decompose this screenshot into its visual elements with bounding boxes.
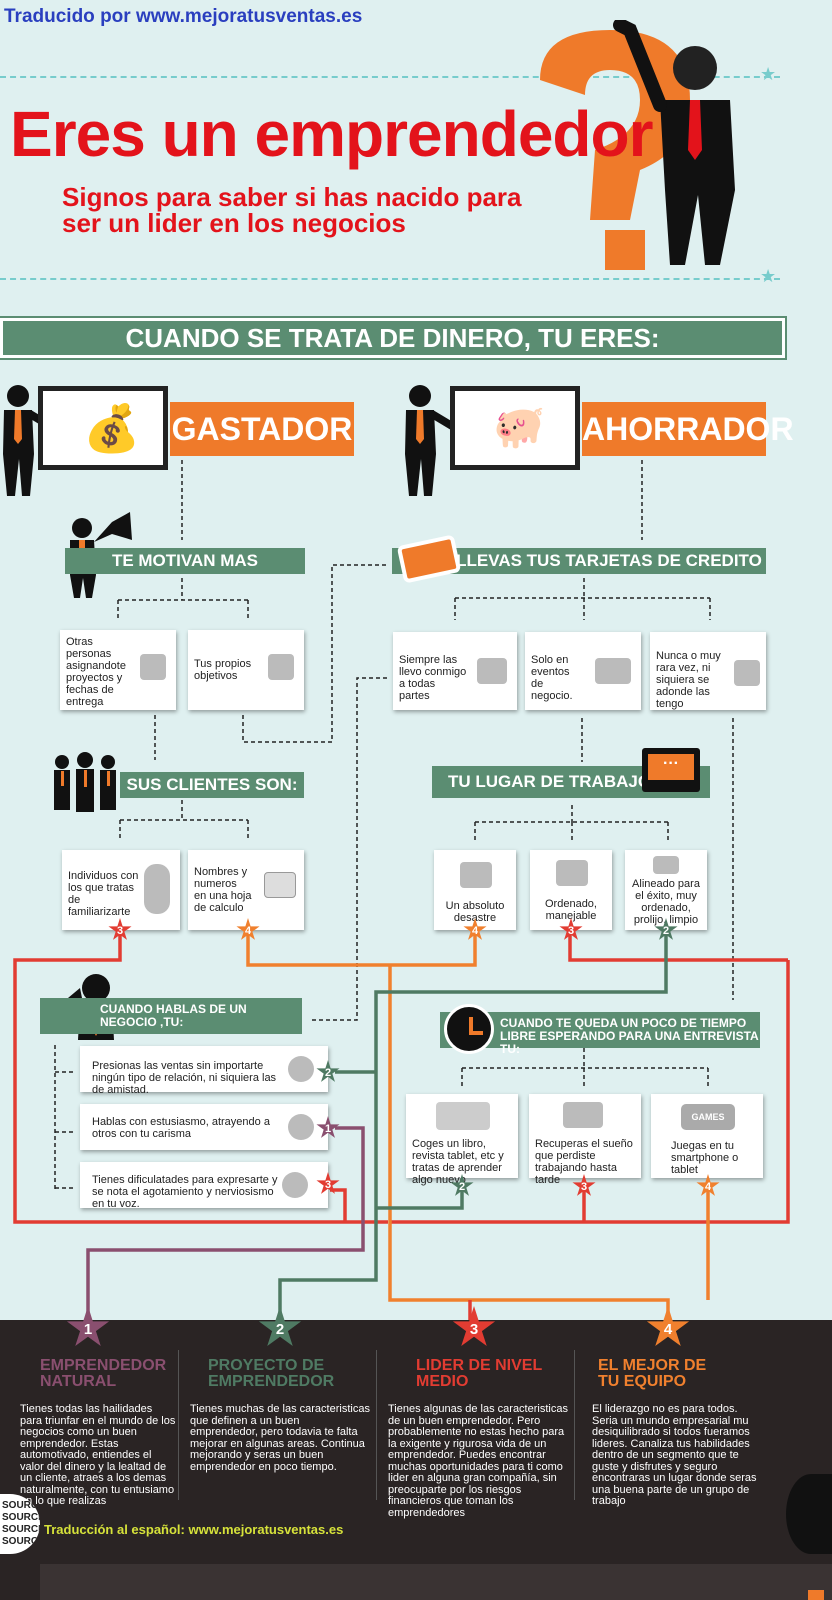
clean-desk-icon [653,856,679,874]
option-card: Ordenado, manejable [530,850,612,930]
section-te-motivan-mas: TE MOTIVAN MAS [65,548,305,574]
money-question-banner: CUANDO SE TRATA DE DINERO, TU ERES: [0,316,787,360]
result-text: Tienes algunas de las caracteristicas de… [388,1403,568,1519]
tidy-desk-icon [556,860,588,886]
star-icon: ★ [760,64,777,84]
money-bag-icon: 💰 [83,402,141,454]
option-text: Ordenado, manejable [545,898,597,922]
bed-sleep-icon [563,1102,603,1128]
whiteboard: 💰 [38,386,168,470]
option-card: Recuperas el sueño que perdiste trabajan… [529,1094,641,1186]
desk-worker-icon [140,654,166,680]
credit-bottom: Traducción al español: www.mejoratusvent… [44,1522,344,1537]
option-card: Solo en eventos de negocio. [525,632,641,710]
group-people-icon [54,752,116,812]
option-card: Coges un libro, revista tablet, etc y tr… [406,1094,518,1186]
option-text: Recuperas el sueño que perdiste trabajan… [535,1138,633,1186]
option-card: Otras personas asignandote proyectos y f… [60,630,176,710]
option-text: Coges un libro, revista tablet, etc y tr… [412,1138,504,1186]
sources-pattern [40,1564,832,1600]
option-card: Tus propios objetivos [188,630,304,710]
option-card: Tienes dificulatades para expresarte y s… [80,1162,328,1210]
page-subtitle: Signos para saber si has nacido para ser… [62,182,522,238]
option-text: Individuos con los que tratas de familia… [68,870,139,918]
type-gastador: GASTADOR [170,402,354,456]
dotted-divider [0,76,780,78]
page-title: Eres un emprendedor [10,98,653,170]
decorative-circle [786,1474,832,1554]
book-icon [436,1102,490,1130]
section-cuando-hablas-de-un-negocio: CUANDO HABLAS DE UN NEGOCIO ,TU: [40,998,302,1034]
stressed-emoji-icon [282,1172,308,1198]
star-icon: ★ [760,266,777,286]
monitor-icon: ··· [642,748,700,792]
person-presenting-icon [3,385,58,496]
result-text: El liderazgo no es para todos. Seria un … [592,1403,757,1507]
clock-icon [444,1004,494,1054]
result-text: Tienes todas las hailidades para triunfa… [20,1403,176,1507]
businessman-question-mark-illustration [540,20,735,270]
section-sus-clientes-son: SUS CLIENTES SON: [120,772,304,798]
messy-desk-icon [460,862,492,888]
people-icon [144,864,170,914]
option-card: Siempre las llevo conmigo a todas partes [393,632,517,710]
option-card: Un absoluto desastre [434,850,516,930]
desk-worker-icon [268,654,294,680]
option-text: Hablas con estusiasmo, atrayendo a otros… [92,1116,270,1140]
option-card: Alineado para el éxito, muy ordenado, pr… [625,850,707,930]
desk-icon [734,660,760,686]
type-ahorrador: AHORRADOR [582,402,794,456]
result-title: EMPRENDEDOR NATURAL [40,1357,167,1390]
option-text: Tienes dificulatades para expresarte y s… [92,1174,278,1210]
option-text: Siempre las llevo conmigo a todas partes [399,654,467,702]
whiteboard: 🐖 [450,386,580,470]
option-text: Nunca o muy rara vez, ni siquiera se ado… [656,650,721,710]
decorative-mark [808,1590,824,1600]
piggy-bank-icon: 🐖 [493,403,546,450]
result-title: EL MEJOR DE TU EQUIPO [598,1357,707,1390]
option-card: Juegas en tu smartphone o tablet GAMES [651,1094,763,1178]
result-title: PROYECTO DE EMPRENDEDOR [208,1357,335,1390]
section-tiempo-libre: CUANDO TE QUEDA UN POCO DE TIEMPO LIBRE … [440,1012,760,1056]
option-card: Presionas las ventas sin importarte ning… [80,1046,328,1096]
option-text: Solo en eventos de negocio. [531,654,573,702]
credit-top: Traducido por www.mejoratusventas.es [4,6,363,27]
option-card: Nombres y numeros en una hoja de calculo [188,850,304,930]
option-text: Juegas en tu smartphone o tablet [671,1140,739,1176]
option-text: Otras personas asignandote proyectos y f… [66,636,126,708]
card-icon [477,658,507,684]
results-footer [0,1320,832,1600]
option-card: Individuos con los que tratas de familia… [62,850,180,930]
option-text: Un absoluto desastre [445,900,505,924]
option-text: Presionas las ventas sin importarte ning… [92,1060,277,1096]
dotted-divider [0,278,780,280]
spreadsheet-icon [264,872,296,898]
option-card: Hablas con estusiasmo, atrayendo a otros… [80,1104,328,1150]
result-text: Tienes muchas de las caracteristicas que… [190,1403,370,1473]
games-phone-icon: GAMES [681,1104,735,1130]
option-card: Nunca o muy rara vez, ni siquiera se ado… [650,632,766,710]
option-text: Nombres y numeros en una hoja de calculo [194,866,252,914]
option-text: Tus propios objetivos [194,658,252,682]
result-title: LIDER DE NIVEL MEDIO [416,1357,542,1390]
emoji-icon [288,1056,314,1082]
meeting-icon [595,658,631,684]
flow-connectors [13,460,790,1320]
wink-emoji-icon [288,1114,314,1140]
